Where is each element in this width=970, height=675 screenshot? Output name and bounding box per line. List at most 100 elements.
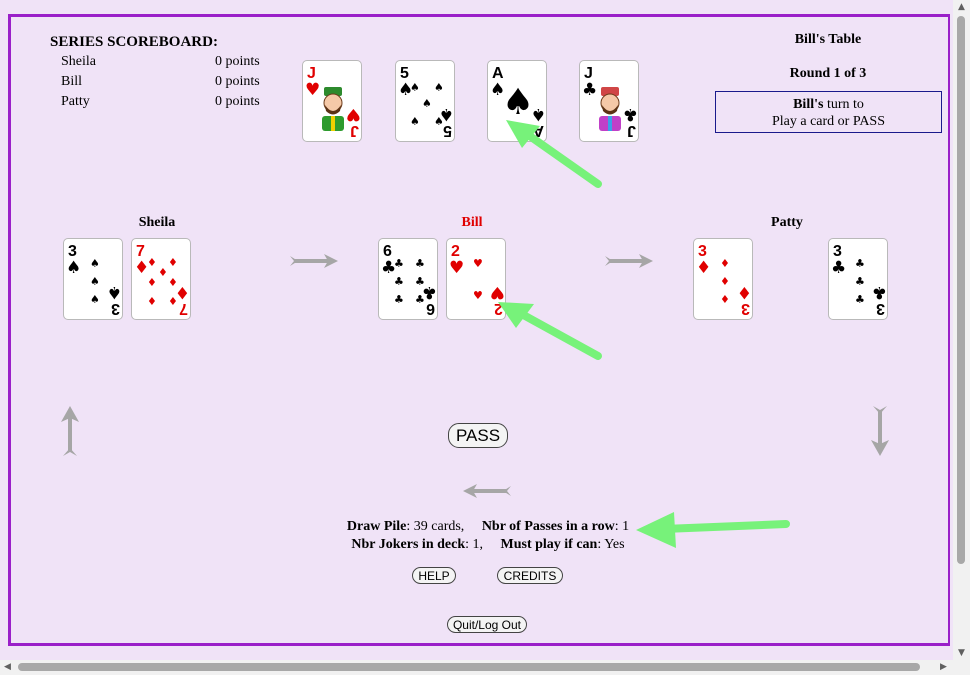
big-spade-icon: ♠ (502, 82, 534, 123)
jack-figure-icon (322, 87, 344, 131)
svg-text:♣: ♣ (415, 275, 425, 288)
pips: ♣ ♣ ♣ (855, 257, 865, 306)
suit-label: ♥ (490, 282, 505, 302)
rank-label: A (492, 65, 504, 82)
flow-arrow-right-icon (605, 254, 653, 268)
bill-card-six-clubs[interactable]: 6 ♣ 6 ♣ ♣♣ ♣♣ ♣♣ (378, 238, 438, 320)
suit-label: ♣ (872, 282, 887, 302)
highlight-arrow-icon (636, 512, 790, 548)
rank-label: J (307, 65, 316, 82)
rank-label: 7 (179, 300, 188, 317)
suit-label: ♠ (490, 80, 505, 100)
sheila-card-seven-diamonds[interactable]: 7 ♦ 7 ♦ ♦♦ ♦ ♦♦ ♦♦ (131, 238, 191, 320)
suit-label: ♥ (305, 80, 320, 100)
rank-label: J (627, 122, 636, 139)
patty-card-three-clubs[interactable]: 3 ♣ 3 ♣ ♣♣♣ (828, 238, 888, 320)
score-name-bill: Bill (61, 74, 83, 89)
highlight-arrow-icon (506, 120, 602, 188)
sheila-card-three-spades[interactable]: 3 ♠ 3 ♠ ♠♠♠ (63, 238, 123, 320)
pips: ♠♠ ♠ ♠♠ (410, 81, 444, 128)
score-points-bill: 0 points (215, 74, 260, 89)
patty-card-three-diamonds[interactable]: 3 ♦ 3 ♦ ♦♦♦ (693, 238, 753, 320)
highlight-arrow-icon (498, 302, 602, 360)
svg-text:♠: ♠ (410, 115, 420, 128)
rank-label: 3 (741, 300, 750, 317)
draw-pile-label: Draw Pile (346, 519, 407, 534)
svg-text:♣: ♣ (415, 257, 425, 270)
turn-box: Bill's turn to Play a card or PASS (715, 91, 942, 133)
center-card-five-spades: 5 ♠ 5 ♠ ♠♠ ♠ ♠♠ (395, 60, 455, 142)
svg-text:♣: ♣ (394, 257, 404, 270)
jokers-value: : 1, (465, 537, 483, 552)
bill-card-two-hearts[interactable]: 2 ♥ 2 ♥ ♥♥ (446, 238, 506, 320)
svg-text:♥: ♥ (473, 257, 483, 270)
turn-line1: turn to (823, 97, 864, 112)
vertical-scroll-thumb[interactable] (957, 16, 965, 564)
game-stats: Draw Pile: 39 cards, Nbr of Passes in a … (260, 518, 716, 554)
rank-label: J (584, 65, 593, 82)
jack-figure-icon (599, 87, 621, 131)
pips: ♥♥ (473, 257, 483, 302)
rank-label: 5 (400, 65, 409, 82)
turn-player: Bill's (793, 97, 824, 112)
svg-text:♦: ♦ (147, 256, 157, 269)
pips: ♦♦ ♦ ♦♦ ♦♦ (147, 256, 178, 308)
rank-label: 2 (494, 300, 503, 317)
scroll-left-icon[interactable]: ◀ (4, 662, 11, 672)
flow-arrow-right-icon (290, 254, 338, 268)
score-points-patty: 0 points (215, 94, 260, 109)
rank-label: J (350, 122, 359, 139)
svg-text:♣: ♣ (394, 275, 404, 288)
turn-line2: Play a card or PASS (771, 114, 886, 129)
suit-label: ♥ (449, 258, 464, 278)
suit-label: ♠ (439, 104, 454, 124)
score-name-sheila: Sheila (61, 54, 96, 69)
top-strip (0, 0, 970, 14)
svg-text:♠: ♠ (90, 275, 100, 288)
suit-label: ♣ (623, 104, 638, 124)
round-indicator: Round 1 of 3 (789, 66, 867, 81)
quit-logout-button[interactable]: Quit/Log Out (447, 616, 527, 633)
svg-text:♣: ♣ (394, 293, 404, 306)
svg-text:♣: ♣ (415, 293, 425, 306)
help-button[interactable]: HELP (412, 567, 456, 584)
scroll-down-icon[interactable]: ▼ (958, 648, 965, 658)
scroll-up-icon[interactable]: ▲ (958, 2, 965, 12)
horizontal-scroll-thumb[interactable] (18, 663, 920, 671)
svg-text:♠: ♠ (422, 97, 432, 110)
pips: ♠♠♠ (90, 257, 100, 306)
center-card-ace-spades: A ♠ A ♠ ♠ (487, 60, 547, 142)
suit-label: ♣ (422, 282, 437, 302)
scoreboard-title: SERIES SCOREBOARD: (50, 34, 218, 50)
stats-line-1: Draw Pile: 39 cards, Nbr of Passes in a … (260, 518, 716, 536)
svg-text:♦: ♦ (168, 276, 178, 289)
svg-text:♣: ♣ (855, 293, 865, 306)
svg-text:♦: ♦ (147, 276, 157, 289)
suit-label: ♠ (107, 282, 122, 302)
flow-arrow-down-icon (871, 406, 889, 456)
svg-text:♦: ♦ (168, 256, 178, 269)
flow-arrow-up-icon (61, 406, 79, 456)
svg-text:♦: ♦ (158, 266, 168, 279)
svg-text:♣: ♣ (855, 275, 865, 288)
player-name-sheila: Sheila (138, 215, 176, 230)
rank-label: 2 (451, 243, 460, 260)
svg-text:♣: ♣ (855, 257, 865, 270)
rank-label: 5 (443, 122, 452, 139)
table-name: Bill's Table (794, 32, 862, 47)
pass-button[interactable]: PASS (448, 423, 508, 448)
score-name-patty: Patty (61, 94, 90, 109)
suit-label: ♣ (582, 80, 597, 100)
passes-label: Nbr of Passes in a row (481, 519, 615, 534)
credits-button[interactable]: CREDITS (497, 567, 563, 584)
svg-text:♦: ♦ (720, 293, 730, 306)
rank-label: 3 (698, 243, 707, 260)
rank-label: 6 (426, 300, 435, 317)
center-card-jack-hearts: J ♥ J ♥ (302, 60, 362, 142)
scroll-right-icon[interactable]: ▶ (940, 662, 947, 672)
player-name-bill: Bill (461, 215, 483, 230)
suit-label: ♠ (398, 80, 413, 100)
svg-text:♠: ♠ (90, 257, 100, 270)
svg-text:♦: ♦ (720, 275, 730, 288)
svg-text:♦: ♦ (147, 295, 157, 308)
